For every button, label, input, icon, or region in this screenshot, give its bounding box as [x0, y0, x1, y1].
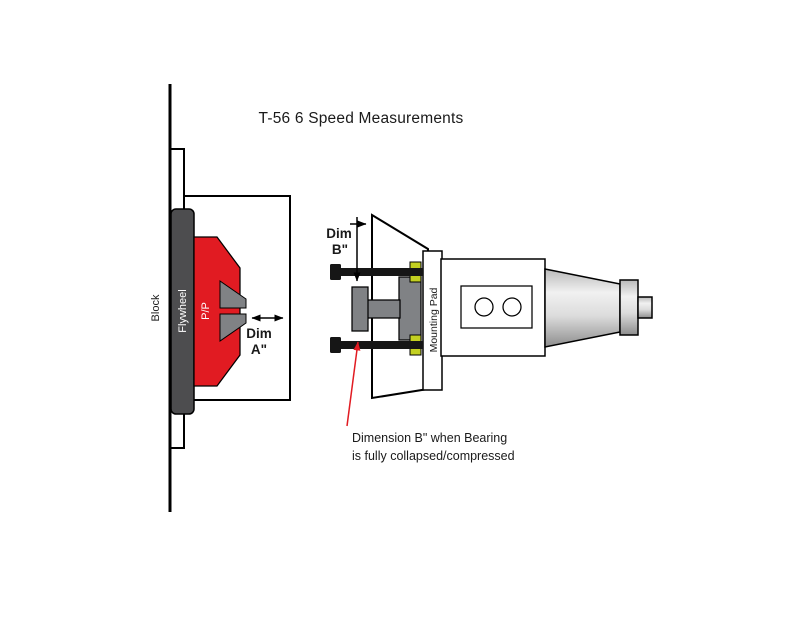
stud-head-top: [330, 264, 341, 280]
block-label: Block: [150, 294, 162, 321]
dim-b-label-line2: B": [332, 242, 348, 257]
output-shaft-nub: [637, 296, 653, 319]
tailhousing-cap: [619, 279, 639, 336]
stud-shaft-bottom: [339, 341, 423, 349]
annotation-line1: Dimension B" when Bearing: [352, 431, 507, 445]
stud-shaft-top: [339, 268, 423, 276]
shifter-hole-right: [502, 297, 522, 317]
tailhousing-cone: [544, 268, 621, 348]
clutch-cone-upper: [219, 280, 247, 309]
bellhousing-section-outline: [184, 195, 291, 401]
dim-a-label-line1: Dim: [246, 326, 272, 341]
annotation-arrow: [346, 341, 361, 427]
pressure-plate-label: P/P: [200, 302, 212, 320]
pressure-plate-shape: [193, 236, 241, 387]
bearing-retainer-snout: [365, 299, 401, 319]
mounting-pad-label: Mounting Pad: [428, 287, 440, 352]
throwout-bearing: [351, 286, 369, 332]
flywheel-label: Flywheel: [177, 289, 189, 332]
trans-shifter-plate: [460, 285, 533, 329]
stud-head-bottom: [330, 337, 341, 353]
dim-a-label-line2: A": [251, 342, 267, 357]
clutch-cone-lower: [219, 313, 247, 342]
shifter-hole-left: [474, 297, 494, 317]
bearing-retainer-plate: [398, 276, 422, 341]
annotation-line2: is fully collapsed/compressed: [352, 449, 515, 463]
diagram-title: T-56 6 Speed Measurements: [259, 110, 464, 127]
dim-b-label-line1: Dim: [326, 226, 352, 241]
